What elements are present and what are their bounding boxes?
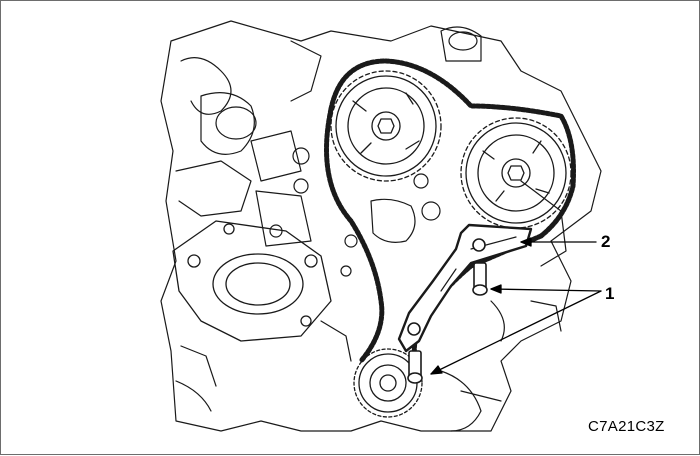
intake-cam-sprocket [330, 70, 442, 182]
figure-code: C7A21C3Z [588, 418, 665, 435]
callout-1-label: 1 [605, 284, 615, 303]
callout-leaders [430, 237, 602, 375]
callout-2-label: 2 [601, 232, 611, 251]
timing-chain-guide [397, 223, 533, 353]
engine-block [160, 20, 602, 432]
timing-chain [324, 58, 576, 364]
exhaust-cam-sprocket [460, 117, 572, 229]
guide-bolts [407, 238, 488, 384]
oil-pump-housing [172, 220, 332, 342]
